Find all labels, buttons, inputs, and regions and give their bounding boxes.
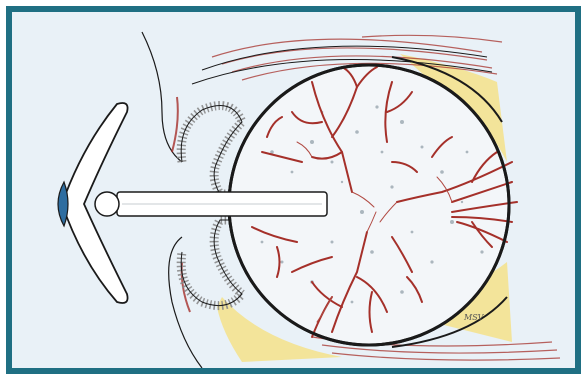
- instrument-tube: [117, 192, 327, 216]
- illustration-frame: MSV: [6, 6, 581, 374]
- tube-knob: [95, 192, 119, 216]
- artist-signature: MSV: [463, 313, 485, 322]
- anatomical-illustration: MSV: [12, 12, 575, 368]
